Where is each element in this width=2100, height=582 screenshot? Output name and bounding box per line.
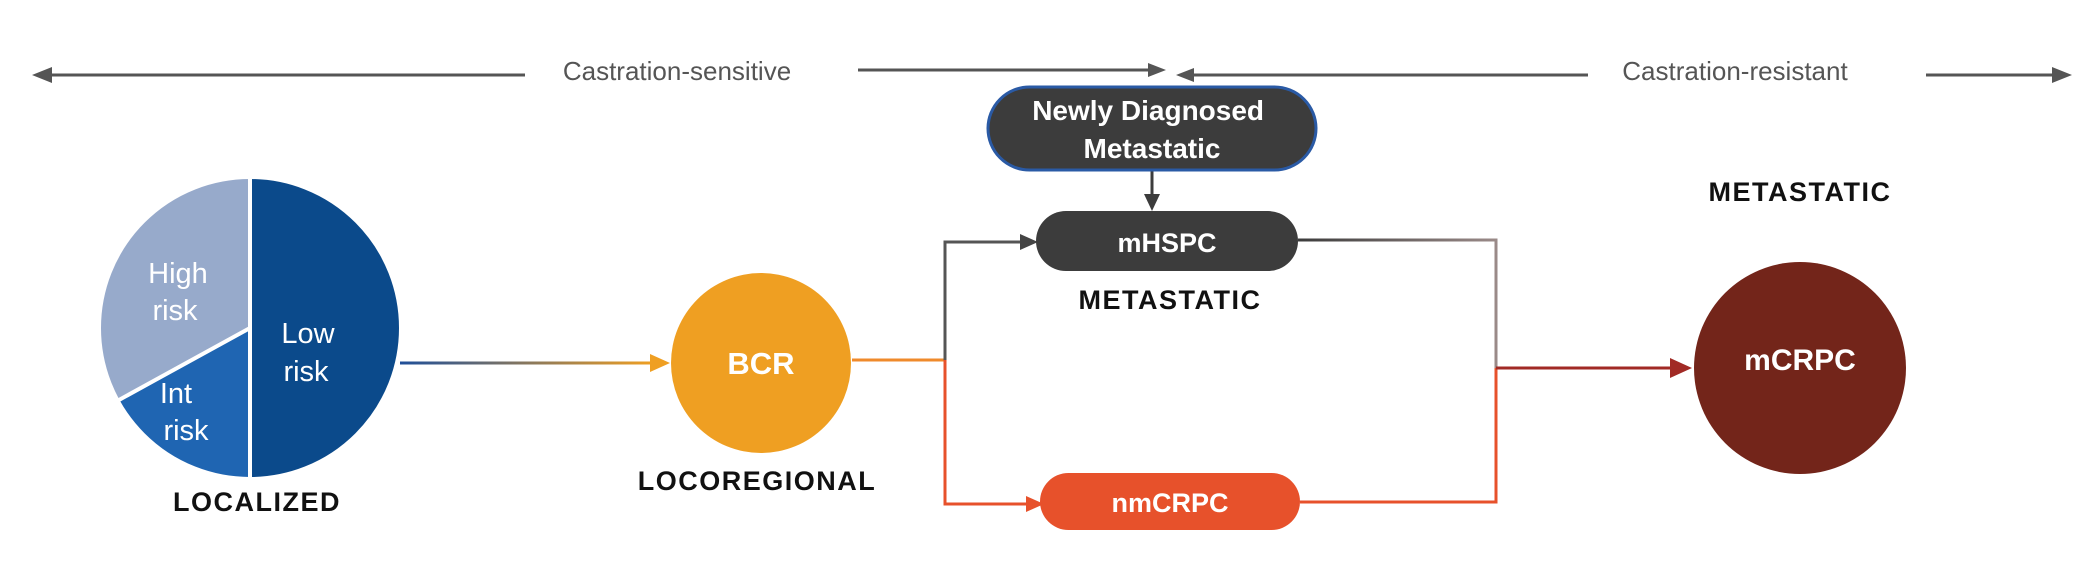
- axis-arrowhead-left: [32, 67, 52, 83]
- bcr-arrowhead: [650, 354, 670, 372]
- axis-label-castration-resistant: Castration-resistant: [1622, 56, 1848, 86]
- mhspc-node: mHSPC: [1036, 211, 1298, 271]
- axis-label-castration-sensitive: Castration-sensitive: [563, 56, 791, 86]
- mhspc-arrowhead: [1020, 234, 1038, 250]
- nmcrpc-label: nmCRPC: [1111, 488, 1228, 518]
- nmcrpc-pill: [1040, 473, 1300, 530]
- pie-label-high-risk: High risk: [148, 258, 216, 327]
- section-label-locoregional: LOCOREGIONAL: [638, 466, 877, 496]
- pie-outline: [99, 177, 401, 479]
- nmcrpc-arrowhead: [1026, 496, 1044, 512]
- connectors: [399, 170, 1692, 512]
- connector-nmcrpc-to-merge: [1300, 368, 1498, 504]
- section-label-metastatic-right: METASTATIC: [1709, 177, 1892, 207]
- bcr-node: BCR: [671, 273, 851, 453]
- mhspc-pill: [1036, 211, 1298, 271]
- section-label-metastatic-center: METASTATIC: [1079, 285, 1262, 315]
- localized-risk-pie: Low risk Int risk High risk: [99, 176, 401, 480]
- newly-diagnosed-label: Newly Diagnosed Metastatic: [1032, 95, 1272, 164]
- newly-diagnosed-metastatic-node: Newly Diagnosed Metastatic: [986, 85, 1318, 172]
- mcrpc-arrowhead: [1670, 358, 1692, 378]
- pie-label-int-risk: Int risk: [160, 378, 209, 447]
- bcr-circle: [671, 273, 851, 453]
- bcr-label: BCR: [727, 346, 794, 381]
- axis-arrowhead-meet-left: [1176, 68, 1194, 82]
- connector-mhspc-to-merge: [1298, 238, 1498, 368]
- mhspc-label: mHSPC: [1117, 228, 1216, 258]
- newly-diagnosed-arrowhead: [1144, 194, 1160, 211]
- pie-divider-diagonal: [115, 326, 251, 403]
- progression-axis: Castration-sensitive Castration-resistan…: [32, 56, 2072, 86]
- mcrpc-label: mCRPC: [1744, 344, 1856, 377]
- axis-arrowhead-right: [2052, 67, 2072, 83]
- pie-label-low-risk: Low risk: [281, 318, 342, 388]
- newly-diagnosed-pill: [986, 85, 1318, 172]
- mcrpc-circle: [1694, 262, 1906, 474]
- axis-arrowhead-meet-right: [1148, 63, 1166, 77]
- connector-to-nmcrpc: [943, 360, 1028, 506]
- connector-to-mhspc: [943, 240, 1022, 360]
- section-label-localized: LOCALIZED: [173, 487, 341, 517]
- pie-slice-low-risk: [250, 178, 400, 478]
- pie-slice-high-risk: [99, 178, 250, 401]
- nmcrpc-node: nmCRPC: [1040, 473, 1300, 530]
- mcrpc-node: mCRPC: [1694, 262, 1906, 474]
